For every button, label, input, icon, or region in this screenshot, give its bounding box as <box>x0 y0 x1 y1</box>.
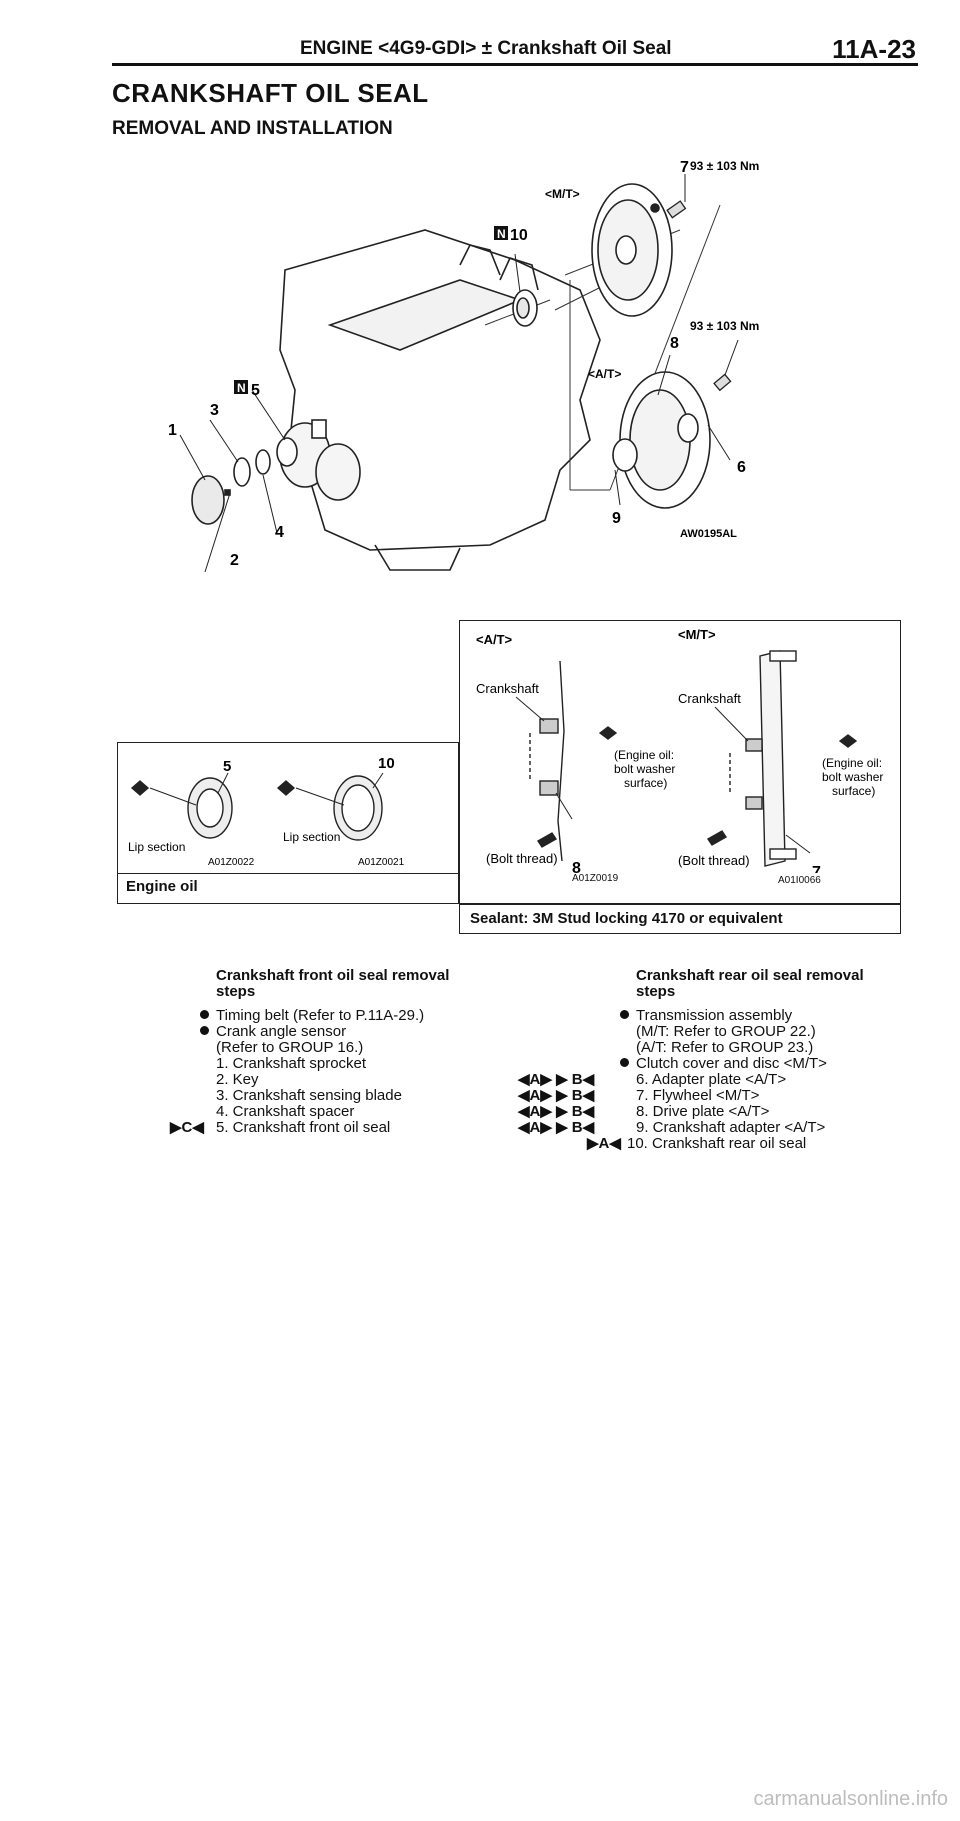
front-oil-seal-steps: Crankshaft front oil seal removal steps … <box>170 967 476 1136</box>
callout-1: 1 <box>168 422 177 439</box>
callout-8: 8 <box>572 860 581 873</box>
step-note: (M/T: Refer to GROUP 22.) <box>636 1023 816 1040</box>
exploded-view-diagram: 93 ± 103 Nm <M/T> 93 ± 103 Nm <A/T> AW01… <box>168 159 759 573</box>
callout-numbers: 1 2 3 4 5 6 7 8 9 10 <box>168 159 746 569</box>
procedure-code-marker: ◀A▶ ▶ B◀ <box>518 1103 595 1120</box>
oil-can-icon <box>838 734 858 748</box>
figure-code: A01Z0022 <box>208 857 255 868</box>
bolt-thread-note: (Bolt thread) <box>486 851 558 866</box>
list-item: ◀A▶ ▶ B◀ 7. Flywheel <M/T> <box>518 1087 760 1104</box>
seal-callout-5: 5 <box>223 758 231 775</box>
callout-3: 3 <box>210 402 219 419</box>
list-item: 1. Crankshaft sprocket <box>216 1055 367 1072</box>
step-bullet: Transmission assembly <box>620 1008 916 1024</box>
page-number: 11A-23 <box>832 34 916 64</box>
callout-10: 10 <box>510 227 528 244</box>
header-rule <box>112 63 918 66</box>
steps-title: Crankshaft rear oil seal removal <box>636 967 864 984</box>
oil-seal-lip-diagram: 5 10 Lip section Lip section A01Z0022 A0… <box>128 755 405 868</box>
oil-can-icon <box>276 780 296 796</box>
step-note: (Refer to GROUP 16.) <box>216 1039 364 1056</box>
torque-label-at: 93 ± 103 Nm <box>690 319 759 333</box>
engine-oil-detail-box: 5 10 Lip section Lip section A01Z0022 A0… <box>117 742 459 904</box>
list-item: 4. Crankshaft spacer <box>216 1103 355 1120</box>
figure-code: A01I0066 <box>778 875 821 886</box>
torque-label-mt: 93 ± 103 Nm <box>690 159 759 173</box>
procedure-code-marker: ◀A▶ ▶ B◀ <box>518 1087 595 1104</box>
sealant-tube-icon <box>707 830 727 846</box>
bolt-illustration <box>539 718 559 734</box>
flywheel-section <box>759 650 786 867</box>
step-note: (A/T: Refer to GROUP 23.) <box>636 1039 814 1056</box>
callout-2: 2 <box>230 552 239 569</box>
new-part-marker <box>494 226 508 240</box>
steps-title: Crankshaft front oil seal removal <box>216 967 450 984</box>
bolt-illustration <box>745 796 763 810</box>
procedure-code-marker: ◀A▶ ▶ B◀ <box>518 1071 595 1088</box>
step-bullet: Timing belt (Refer to P.11A-29.) <box>200 1008 476 1024</box>
list-item: ▶A◀ 10. Crankshaft rear oil seal <box>587 1135 807 1152</box>
front-parts-illustration <box>191 437 298 525</box>
callout-4: 4 <box>275 524 284 541</box>
callout-9: 9 <box>612 510 621 527</box>
figure-code: AW0195AL <box>680 528 737 540</box>
flywheel-illustration <box>591 183 673 317</box>
bolt-illustration <box>539 780 559 796</box>
bolt-thread-note: (Bolt thread) <box>678 853 750 868</box>
engine-oil-note: (Engine oil: bolt washer surface) <box>822 756 887 798</box>
figure-code: A01Z0019 <box>572 873 619 884</box>
drive-plate-illustration <box>612 371 711 509</box>
list-item: ◀A▶ ▶ B◀ 9. Crankshaft adapter <A/T> <box>518 1119 826 1136</box>
rear-oil-seal-illustration <box>512 289 538 327</box>
engine-oil-label: Engine oil <box>118 873 458 903</box>
mt-label: <M/T> <box>678 627 716 642</box>
list-item: ▶C◀ 5. Crankshaft front oil seal <box>170 1119 391 1136</box>
callout-7: 7 <box>680 159 689 176</box>
procedure-code-marker: ▶A◀ <box>587 1135 621 1152</box>
step-bullet: Clutch cover and disc <M/T> <box>620 1056 916 1072</box>
subsection-title: REMOVAL AND INSTALLATION <box>112 118 393 139</box>
list-item: 3. Crankshaft sensing blade <box>216 1087 402 1104</box>
figure-code: A01Z0021 <box>358 857 405 868</box>
at-label: <A/T> <box>588 367 621 381</box>
engine-oil-note: (Engine oil: bolt washer surface) <box>614 748 679 790</box>
step-bullet: Crank angle sensor <box>200 1024 476 1040</box>
bolt-illustration <box>745 738 763 752</box>
callout-8: 8 <box>670 335 679 352</box>
list-item: ◀A▶ ▶ B◀ 6. Adapter plate <A/T> <box>518 1071 787 1088</box>
new-part-marker-letter: N <box>237 381 246 395</box>
new-part-marker-letter: N <box>497 227 506 241</box>
list-item: 2. Key <box>216 1071 259 1088</box>
seal-callout-10: 10 <box>378 755 395 772</box>
watermark: carmanualsonline.info <box>753 1788 948 1810</box>
sealant-detail-box: <A/T> <M/T> Crankshaft Crankshaft (Engin… <box>459 620 901 904</box>
lip-section-label: Lip section <box>128 840 185 854</box>
section-title: CRANKSHAFT OIL SEAL <box>112 78 429 108</box>
rear-oil-seal-steps: Crankshaft rear oil seal removal steps T… <box>518 967 916 1152</box>
new-part-marker <box>234 380 248 394</box>
list-item: ◀A▶ ▶ B◀ 8. Drive plate <A/T> <box>518 1103 770 1120</box>
callout-7: 7 <box>812 864 821 873</box>
steps-title: steps <box>636 983 676 1000</box>
drive-plate-section <box>557 660 565 862</box>
steps-title: steps <box>216 983 256 1000</box>
callout-5: 5 <box>251 382 260 399</box>
procedure-code-marker: ▶C◀ <box>170 1119 204 1136</box>
bolt-illustration <box>666 200 732 392</box>
mt-label: <M/T> <box>545 187 580 201</box>
sealant-label: Sealant: 3M Stud locking 4170 or equival… <box>459 904 901 934</box>
at-label: <A/T> <box>476 632 513 647</box>
callout-6: 6 <box>737 459 746 476</box>
bolt-tightening-diagram: <A/T> <M/T> Crankshaft Crankshaft (Engin… <box>476 627 887 873</box>
running-header-title: ENGINE <4G9-GDI> ± Crankshaft Oil Seal <box>300 38 672 59</box>
procedure-code-marker: ◀A▶ ▶ B◀ <box>518 1119 595 1136</box>
oil-can-icon <box>598 726 618 740</box>
sealant-tube-icon <box>537 832 557 848</box>
lip-section-label: Lip section <box>283 830 340 844</box>
oil-can-icon <box>130 780 150 796</box>
crankshaft-label: Crankshaft <box>678 691 741 706</box>
engine-block-illustration <box>279 229 601 571</box>
callout-leaders <box>179 174 739 573</box>
crankshaft-label: Crankshaft <box>476 681 539 696</box>
